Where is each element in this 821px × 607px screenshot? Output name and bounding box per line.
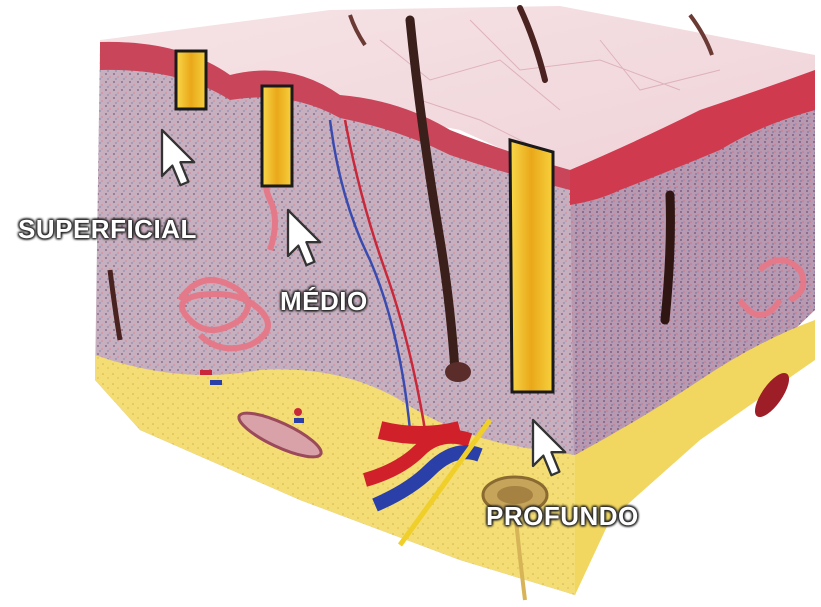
label-profundo: PROFUNDO (486, 501, 639, 532)
depth-marker-medio (262, 86, 292, 186)
label-medio: MÉDIO (280, 286, 368, 317)
label-superficial: SUPERFICIAL (18, 214, 197, 245)
depth-marker-superficial (176, 51, 206, 109)
depth-marker-profundo (510, 140, 553, 392)
